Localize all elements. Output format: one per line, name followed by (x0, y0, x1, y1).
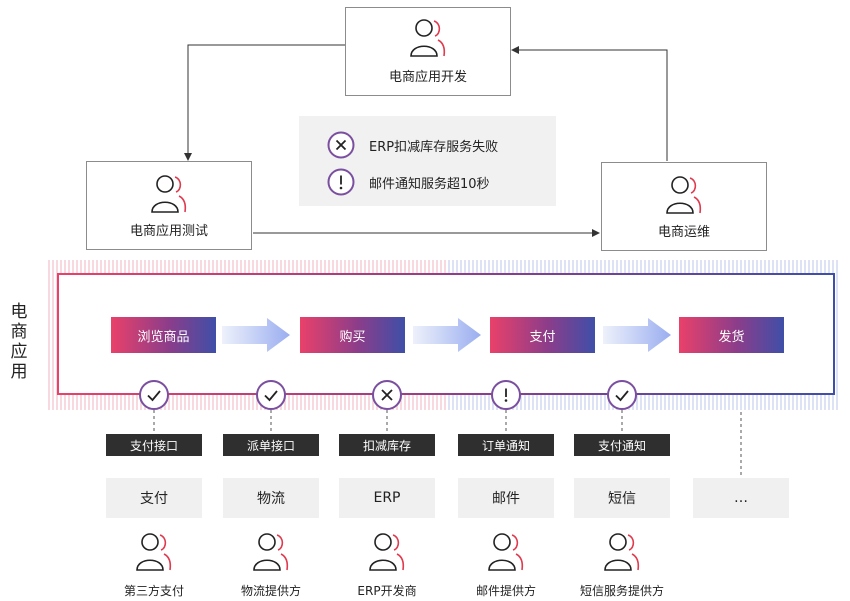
alert-text: 邮件通知服务超10秒 (369, 176, 490, 192)
role-label-dev: 电商应用开发 (388, 70, 467, 85)
alert-row: 邮件通知服务超10秒 (327, 168, 490, 196)
service-box: 短信 (574, 478, 670, 518)
status-warn-icon (491, 380, 521, 410)
alert-panel: ERP扣减库存服务失败 邮件通知服务超10秒 (299, 116, 556, 206)
person-icon (604, 533, 640, 571)
person-icon (151, 175, 187, 213)
x-icon (327, 131, 355, 159)
provider-label: 短信服务提供方 (579, 584, 664, 598)
app-label: 电商应用 (10, 302, 28, 382)
alert-text: ERP扣减库存服务失败 (369, 139, 499, 155)
status-ok-icon (607, 380, 637, 410)
connector-ops-to-dev (511, 46, 668, 161)
provider-label: 物流提供方 (240, 584, 301, 598)
flow-arrow-1 (222, 318, 290, 352)
stage-ship: 发货 (679, 317, 784, 353)
provider: 邮件提供方 (451, 530, 561, 598)
interface-tag: 支付接口 (106, 434, 202, 456)
person-icon (369, 533, 405, 571)
person-icon (136, 533, 172, 571)
interface-tag: 支付通知 (574, 434, 670, 456)
interface-tag: 扣减库存 (339, 434, 435, 456)
role-box-dev: 电商应用开发 (345, 7, 511, 96)
provider-label: ERP开发商 (357, 584, 417, 598)
interface-tag: 订单通知 (458, 434, 554, 456)
stage-pay: 支付 (490, 317, 595, 353)
service-box: 支付 (106, 478, 202, 518)
stage-browse: 浏览商品 (111, 317, 216, 353)
person-icon (253, 533, 289, 571)
flow-arrow-3 (603, 318, 671, 352)
provider-label: 邮件提供方 (475, 584, 536, 598)
provider: 物流提供方 (216, 530, 326, 598)
role-box-test: 电商应用测试 (86, 161, 252, 250)
provider: 第三方支付 (99, 530, 209, 598)
person-icon (666, 176, 702, 214)
pipeline-frame (57, 273, 835, 395)
role-box-ops: 电商运维 (601, 162, 767, 251)
person-icon (410, 19, 446, 57)
alert-row: ERP扣减库存服务失败 (327, 131, 498, 159)
provider: ERP开发商 (332, 530, 442, 598)
service-box-more: … (693, 478, 789, 518)
service-box: ERP (339, 478, 435, 518)
role-label-test: 电商应用测试 (129, 224, 208, 239)
service-box: 邮件 (458, 478, 554, 518)
interface-tag: 派单接口 (223, 434, 319, 456)
service-box: 物流 (223, 478, 319, 518)
connector-dev-to-test (184, 44, 345, 161)
status-ok-icon (139, 380, 169, 410)
exclamation-icon (327, 168, 355, 196)
flow-arrow-2 (413, 318, 481, 352)
role-label-ops: 电商运维 (657, 225, 710, 240)
provider-label: 第三方支付 (123, 584, 184, 598)
status-ok-icon (256, 380, 286, 410)
status-fail-icon (372, 380, 402, 410)
person-icon (488, 533, 524, 571)
stage-purchase: 购买 (300, 317, 405, 353)
provider: 短信服务提供方 (567, 530, 677, 598)
